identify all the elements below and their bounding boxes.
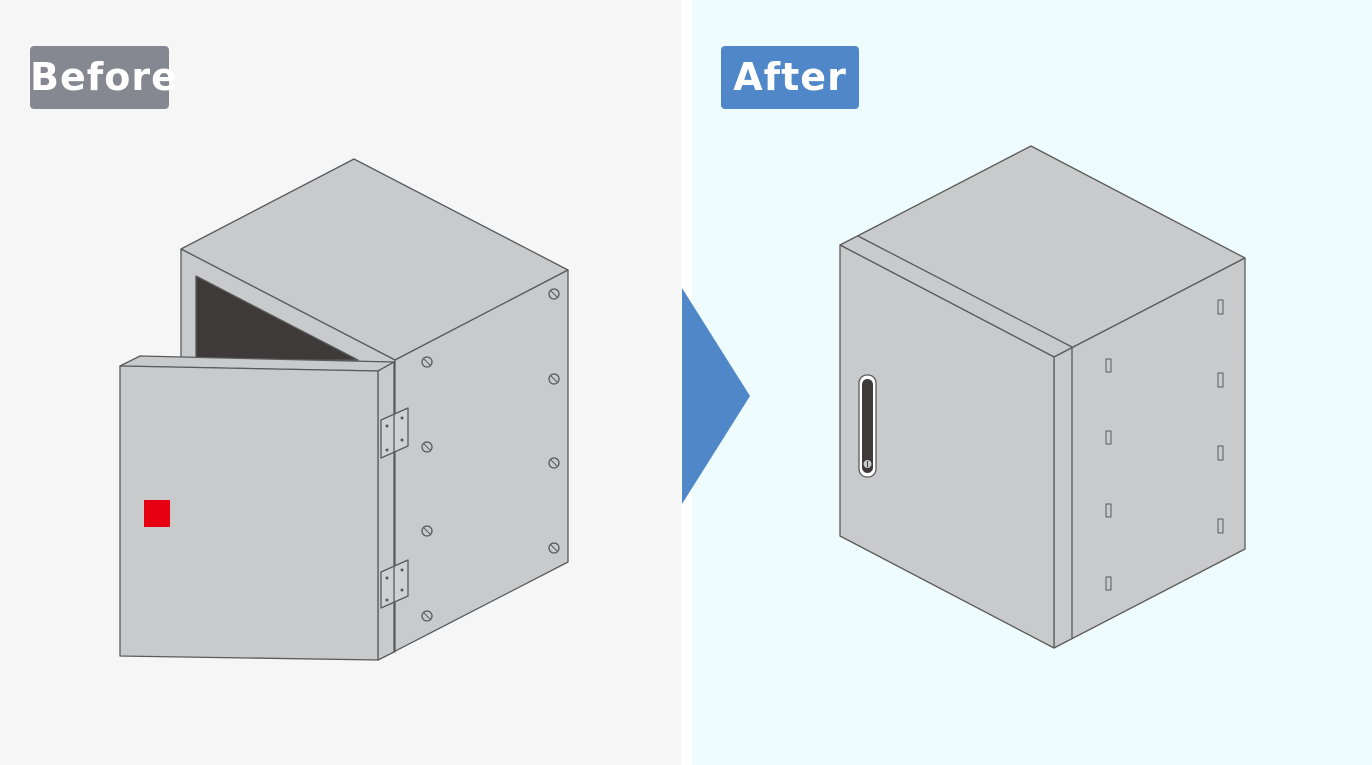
vent-slot-icon <box>1105 299 1224 591</box>
red-marker <box>144 500 170 527</box>
before-label: Before <box>30 46 177 109</box>
open-cabinet-illustration <box>119 158 569 661</box>
after-label: After <box>721 46 859 109</box>
closed-cabinet-illustration <box>839 145 1246 649</box>
after-panel: After <box>692 0 1372 765</box>
chevron-right-icon <box>682 288 750 504</box>
cabinet-door <box>839 244 1055 649</box>
door-edge-side <box>377 361 395 661</box>
cabinet-door <box>119 365 379 661</box>
